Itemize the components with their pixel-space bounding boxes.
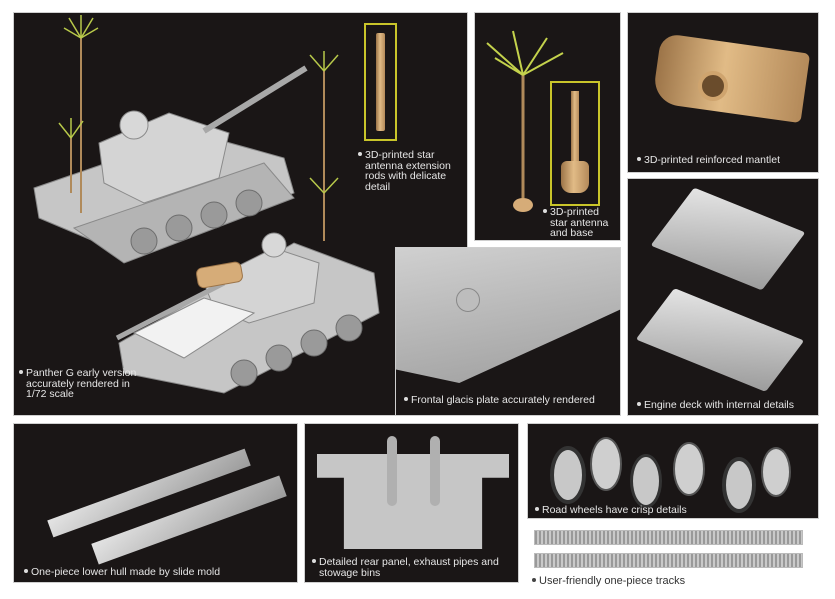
panel-glacis: Frontal glacis plate accurately rendered — [395, 247, 621, 416]
caption-glacis: Frontal glacis plate accurately rendered — [404, 395, 595, 406]
caption-road-wheels: Road wheels have crisp details — [535, 505, 687, 516]
engine-deck-plate-top — [650, 187, 806, 291]
tank-lower — [115, 232, 380, 394]
road-wheel-3 — [630, 454, 662, 508]
caption-tracks: User-friendly one-piece tracks — [532, 576, 685, 587]
panel-star-antenna: 3D-printed star antenna and base — [474, 12, 621, 241]
exhaust-pipe-right — [430, 436, 440, 506]
star-antenna-tips — [58, 15, 339, 194]
ball-mount — [456, 288, 480, 312]
exhaust-pipe-left — [387, 436, 397, 506]
caption-panther-g: Panther G early version accurately rende… — [19, 368, 136, 400]
road-wheel-5 — [722, 457, 756, 513]
panel-lower-hull: One-piece lower hull made by slide mold — [13, 423, 298, 583]
panther-tank-renders — [33, 15, 380, 394]
glacis-render — [396, 248, 620, 383]
track-run-lower — [534, 553, 803, 568]
mantlet-render — [651, 32, 811, 124]
antenna-rods — [70, 38, 325, 241]
road-wheel-4 — [673, 442, 705, 496]
panel-engine-deck: Engine deck with internal details — [627, 178, 819, 416]
antenna-extension-highlight-box — [364, 23, 397, 141]
mantlet-highlight — [196, 261, 243, 289]
caption-engine-deck: Engine deck with internal details — [637, 400, 794, 411]
mantlet-gun-hole — [698, 71, 728, 101]
panel-mantlet: 3D-printed reinforced mantlet — [627, 12, 819, 173]
caption-mantlet: 3D-printed reinforced mantlet — [637, 155, 780, 166]
caption-lower-hull: One-piece lower hull made by slide mold — [24, 567, 220, 578]
rear-panel-render — [317, 454, 509, 549]
caption-rear-panel: Detailed rear panel, exhaust pipes and s… — [312, 557, 499, 578]
lower-hull-side-right — [91, 475, 287, 565]
road-wheel-1 — [550, 446, 586, 504]
antenna-base-highlight-box — [550, 81, 600, 206]
road-wheel-6 — [761, 447, 791, 497]
road-wheel-2 — [590, 437, 622, 491]
panel-road-wheels: Road wheels have crisp details — [527, 423, 819, 519]
caption-star-antenna-base: 3D-printed star antenna and base — [543, 207, 608, 239]
caption-antenna-extension: 3D-printed star antenna extension rods w… — [358, 150, 451, 192]
panel-rear-panel: Detailed rear panel, exhaust pipes and s… — [304, 423, 519, 583]
star-antenna-render — [486, 30, 564, 212]
tank-upper — [33, 65, 308, 264]
panel-main-model: 3D-printed star antenna extension rods w… — [13, 12, 468, 416]
engine-deck-plate-bottom — [635, 288, 805, 392]
track-run-upper — [534, 530, 803, 545]
